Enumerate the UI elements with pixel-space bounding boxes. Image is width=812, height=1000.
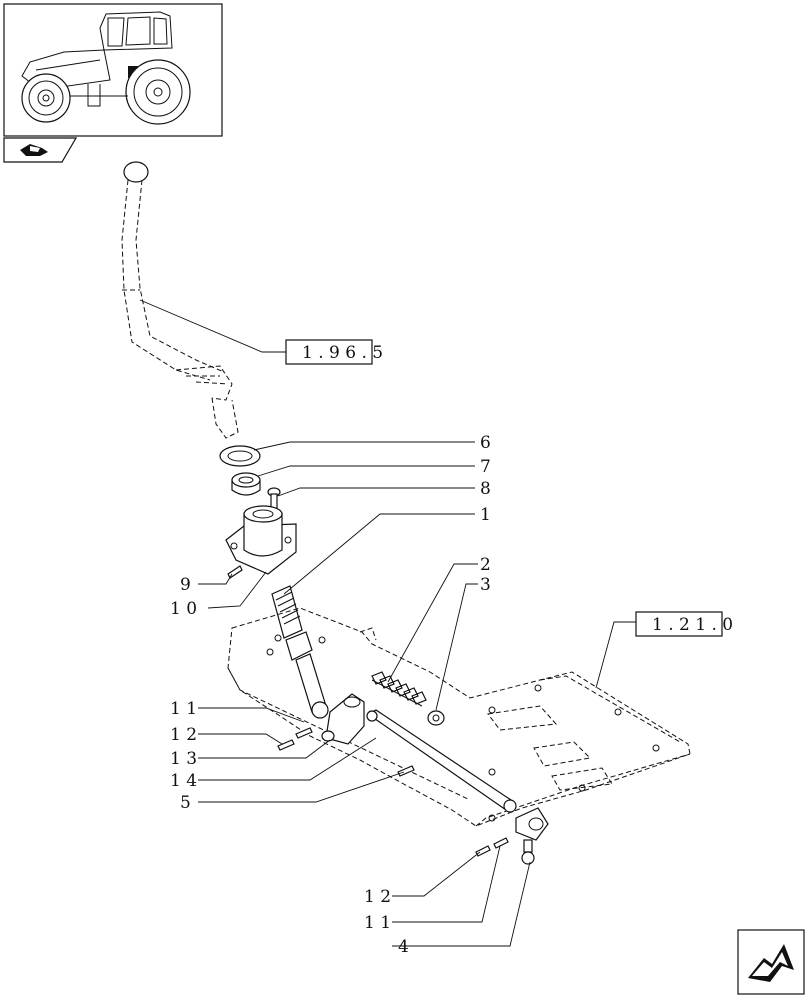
selector-shaft[interactable] <box>271 585 329 719</box>
callout-5: 5 <box>180 793 191 813</box>
part-12-roll-pin-lower[interactable] <box>475 845 491 857</box>
section-tab-icon <box>20 144 48 156</box>
next-page-button[interactable] <box>737 929 805 995</box>
part-4-end-fitting[interactable] <box>515 807 549 865</box>
callout-4: 4 <box>398 937 409 957</box>
callout-13: 1 3 <box>170 749 197 769</box>
callout-10: 1 0 <box>170 599 197 619</box>
callout-1: 1 <box>480 505 491 525</box>
part-13-lever[interactable] <box>321 693 365 745</box>
callout-9: 9 <box>180 575 191 595</box>
callout-7: 7 <box>480 457 491 477</box>
part-6-snap-ring[interactable] <box>219 445 261 467</box>
reference-1-21-0[interactable]: 1 . 2 1 . 0 <box>635 611 733 637</box>
reference-1-21-0-label: 1 . 2 1 . 0 <box>652 615 733 635</box>
callout-14: 1 4 <box>170 771 197 791</box>
callout-12-upper: 1 2 <box>170 725 197 745</box>
callout-12-lower: 1 2 <box>364 887 391 907</box>
callout-6: 6 <box>480 433 491 453</box>
part-2-spring[interactable] <box>371 671 427 707</box>
next-page-arrow-icon <box>748 944 794 982</box>
tractor-icon <box>21 11 191 125</box>
part-5-pin-mark <box>397 765 415 777</box>
part-11-roll-pin-lower[interactable] <box>493 837 509 849</box>
callout-3: 3 <box>480 575 491 595</box>
callout-labels: 6 7 8 1 9 1 0 2 3 1 1 1 2 1 3 1 4 5 1 2 … <box>170 433 491 957</box>
tractor-thumbnail[interactable] <box>3 3 223 137</box>
part-12-roll-pin-upper[interactable] <box>277 739 295 751</box>
part-5-cross-rod[interactable] <box>366 709 517 813</box>
reference-1-96-5[interactable]: 1 . 9 6 . 5 <box>285 339 383 365</box>
part-3-washer[interactable] <box>427 710 445 726</box>
part-9-pin[interactable] <box>227 565 243 579</box>
callout-2: 2 <box>480 555 491 575</box>
part-1-housing[interactable] <box>225 505 297 575</box>
part-11-roll-pin-upper[interactable] <box>295 727 313 739</box>
section-tab[interactable] <box>3 137 78 163</box>
leader-lines <box>139 299 636 947</box>
reference-1-96-5-label: 1 . 9 6 . 5 <box>302 343 383 363</box>
gearbox-cover <box>227 607 691 827</box>
gear-lever <box>121 161 239 439</box>
part-7-bushing[interactable] <box>231 472 261 496</box>
callout-8: 8 <box>480 479 491 499</box>
callout-11-lower: 1 1 <box>364 913 391 933</box>
callout-11-upper: 1 1 <box>170 699 197 719</box>
